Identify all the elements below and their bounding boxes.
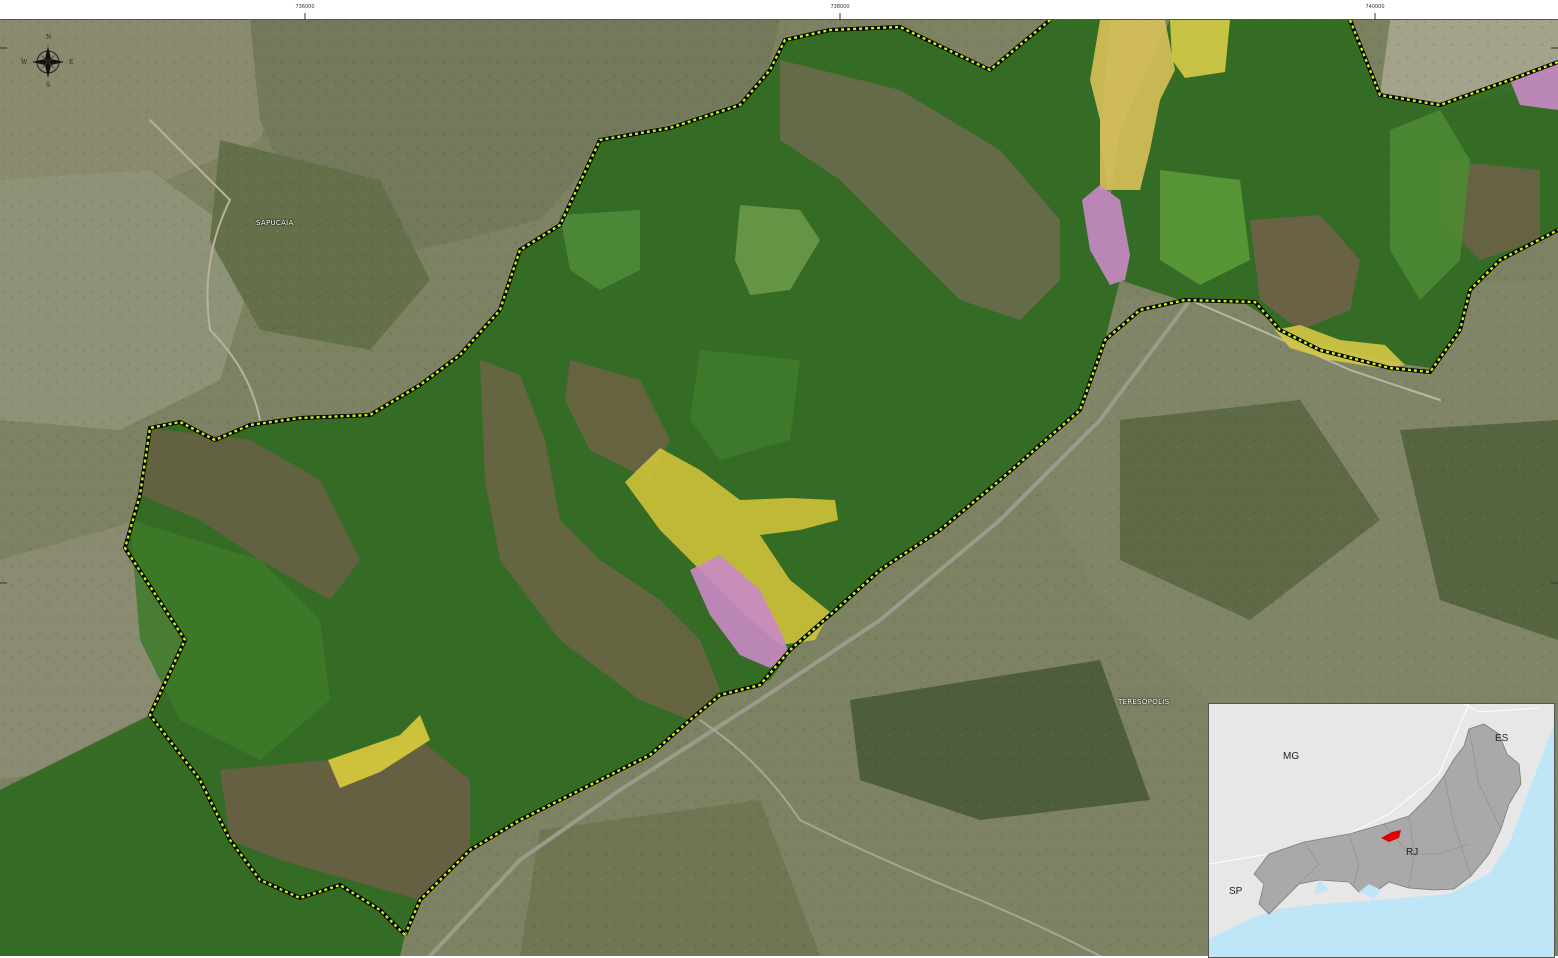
forest-polygon-sw xyxy=(0,715,405,956)
compass-s: S xyxy=(46,82,51,89)
inset-state-rj xyxy=(1253,723,1522,915)
inset-label-rj: RJ xyxy=(1406,847,1419,858)
study-area-boundary xyxy=(122,18,1558,937)
inset-label-sp: SP xyxy=(1229,886,1243,897)
grid-label-1: 736000 xyxy=(295,4,315,10)
inset-label-mg: MG xyxy=(1283,751,1300,762)
compass-w: W xyxy=(21,59,28,66)
grid-label-3: 740000 xyxy=(1365,4,1385,10)
locator-inset-map: MG ES RJ SP xyxy=(1208,703,1555,958)
compass-n: N xyxy=(46,34,52,41)
grid-ticks xyxy=(0,13,1558,584)
forest-polygon xyxy=(125,20,1120,935)
place-label-teresopolis: TERESÓPOLIS xyxy=(1118,698,1170,706)
pasture-polygon xyxy=(1170,20,1230,78)
pink-polygon xyxy=(690,555,790,668)
inset-ocean xyxy=(1209,724,1554,957)
pink-polygon xyxy=(1510,62,1558,110)
inset-study-area xyxy=(1381,830,1401,842)
roads xyxy=(149,119,1441,956)
forest-polygon-ne xyxy=(1110,20,1558,368)
pasture-polygon xyxy=(1090,20,1175,190)
inset-svg xyxy=(1209,704,1554,957)
pasture-polygon xyxy=(1275,325,1405,368)
pink-polygon xyxy=(1082,185,1130,285)
place-label-sapucaia: SAPUCAIA xyxy=(256,219,294,227)
pasture-polygon xyxy=(625,448,838,645)
inset-label-es: ES xyxy=(1495,733,1509,744)
land-cover xyxy=(0,20,1558,956)
compass-rose-icon xyxy=(32,46,64,78)
top-margin xyxy=(0,0,1558,19)
pasture-polygon xyxy=(328,715,430,788)
compass-e: E xyxy=(69,59,74,66)
grid-label-2: 738000 xyxy=(830,4,850,10)
